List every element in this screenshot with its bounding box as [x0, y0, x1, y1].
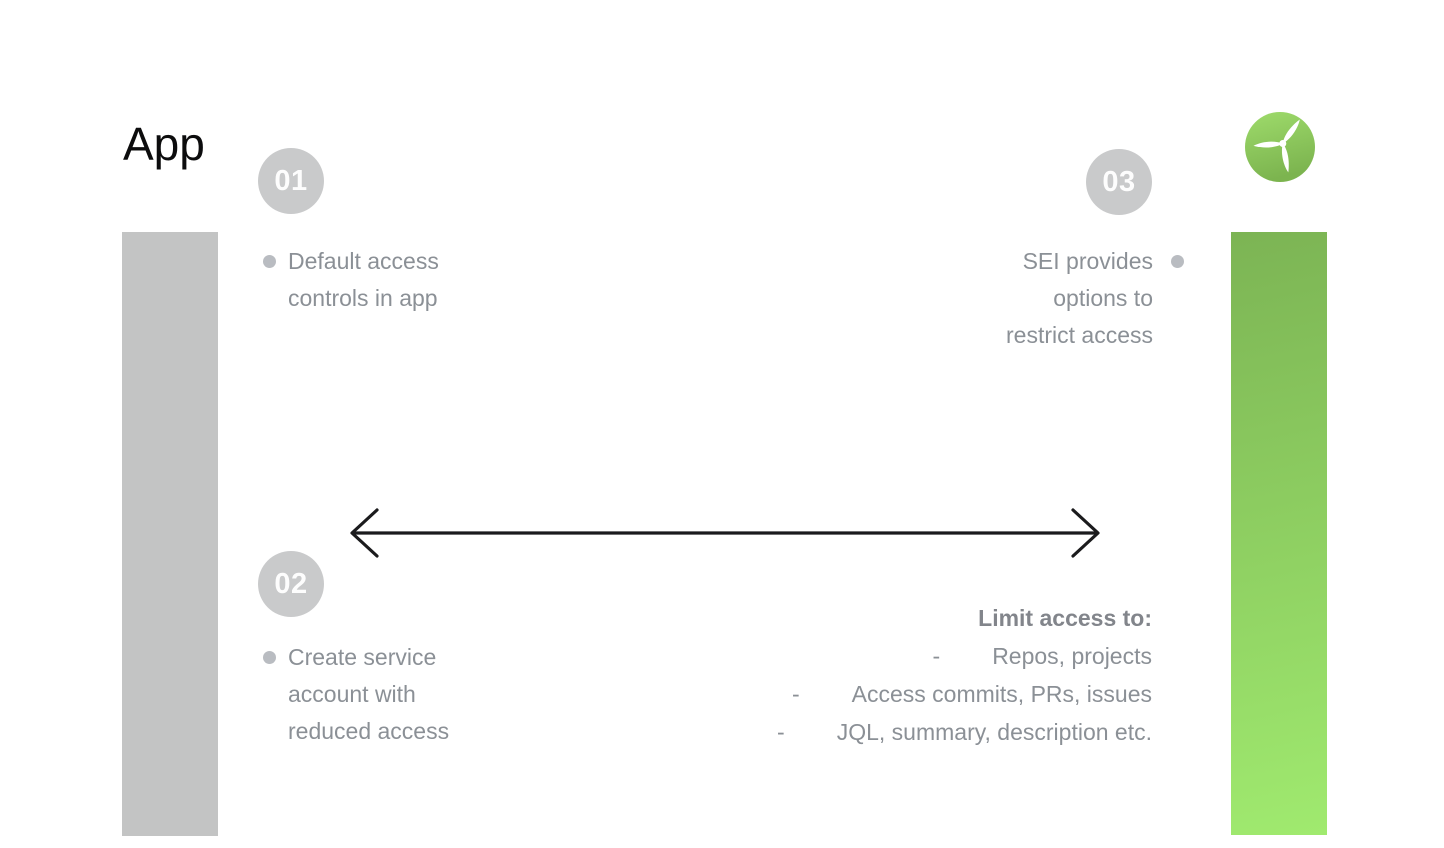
dash-marker: - [791, 681, 800, 707]
step-number: 01 [274, 164, 308, 197]
list-item: - Repos, projects [777, 637, 1152, 675]
bullet-dot-icon [1171, 255, 1184, 268]
limit-access-list: Limit access to: - Repos, projects - Acc… [777, 599, 1152, 751]
step-badge-01: 01 [258, 148, 324, 214]
page-title: App [123, 118, 205, 170]
list-item-text: Access commits, PRs, issues [851, 681, 1152, 707]
bullet-dot-icon [263, 651, 276, 664]
list-item: - Access commits, PRs, issues [777, 675, 1152, 713]
list-item-text: JQL, summary, description etc. [836, 719, 1152, 745]
step-note-default-access: Default access controls in app [263, 243, 439, 317]
dash-marker: - [932, 643, 941, 669]
step-note-text: Default access controls in app [288, 248, 439, 311]
step-number: 02 [274, 567, 308, 600]
limit-access-heading: Limit access to: [978, 605, 1152, 631]
step-note-text: SEI provides options to restrict access [1006, 248, 1153, 348]
double-headed-arrow-icon [349, 504, 1101, 562]
step-badge-02: 02 [258, 551, 324, 617]
propeller-logo-icon [1245, 112, 1315, 182]
step-badge-03: 03 [1086, 149, 1152, 215]
step-note-text: Create service account with reduced acce… [288, 644, 450, 744]
bullet-dot-icon [263, 255, 276, 268]
sei-column-bar [1231, 232, 1327, 835]
app-column-bar [122, 232, 218, 836]
step-note-sei-restrict: SEI provides options to restrict access [1006, 243, 1184, 354]
dash-marker: - [777, 719, 785, 745]
step-note-service-account: Create service account with reduced acce… [263, 639, 449, 750]
list-item: - JQL, summary, description etc. [777, 713, 1152, 751]
list-item-text: Repos, projects [992, 643, 1152, 669]
step-number: 03 [1102, 165, 1136, 198]
